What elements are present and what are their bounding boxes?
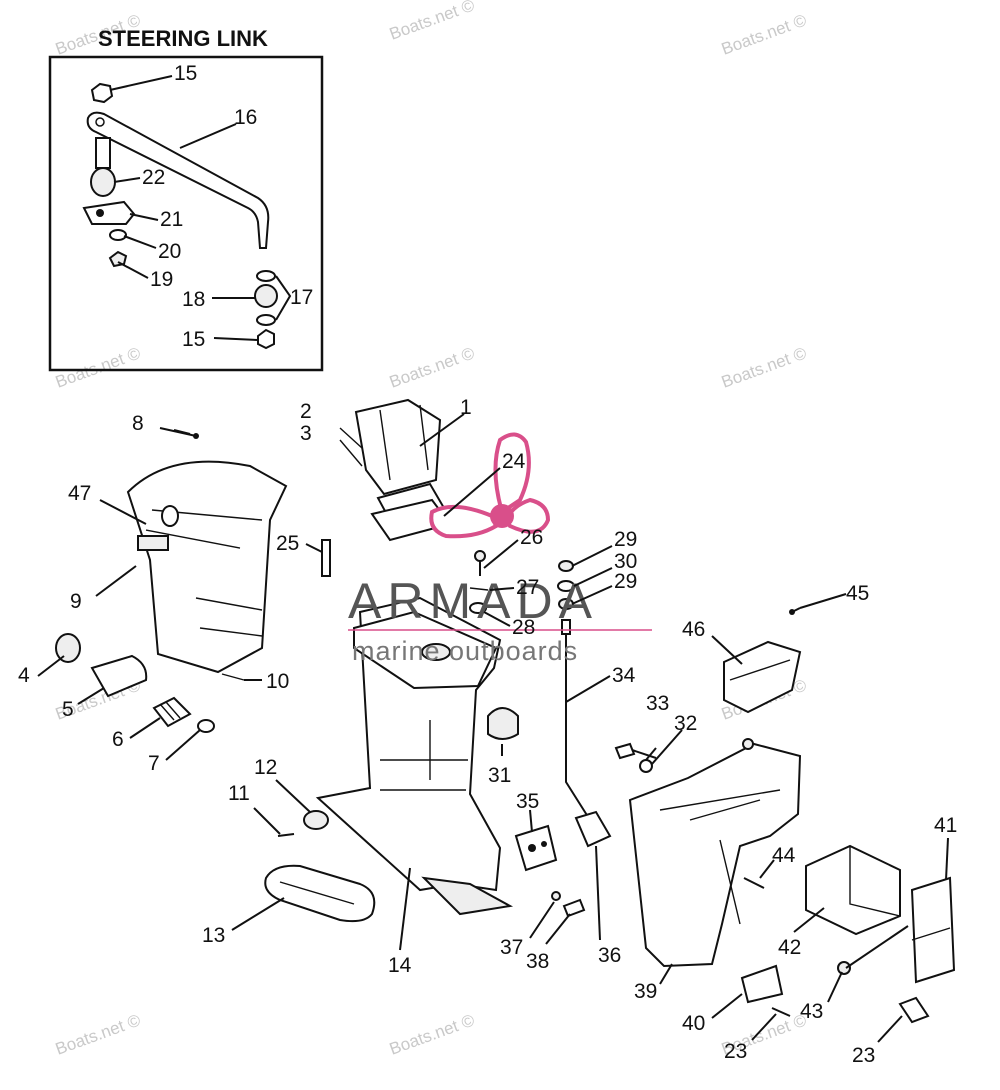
callout-29-top: 29 xyxy=(614,528,637,551)
callout-30: 30 xyxy=(614,550,637,573)
callout-14: 14 xyxy=(388,954,412,977)
part-35-water-pump xyxy=(514,824,558,872)
callout-8: 8 xyxy=(132,412,144,435)
watermark: Boats.net © xyxy=(53,343,144,391)
callout-33: 33 xyxy=(646,692,669,715)
callout-43: 43 xyxy=(800,1000,823,1023)
callout-17: 17 xyxy=(290,286,313,309)
callout-37: 37 xyxy=(500,936,523,959)
callout-41: 41 xyxy=(934,814,957,837)
callout-31: 31 xyxy=(488,764,511,787)
part-34-shift-rod xyxy=(561,619,612,848)
callout-25: 25 xyxy=(276,532,299,555)
callout-46: 46 xyxy=(682,618,705,641)
callout-44: 44 xyxy=(772,844,796,867)
callout-24: 24 xyxy=(502,450,526,473)
callout-numbers: 1 2 3 4 5 6 7 8 9 10 11 12 13 14 15 15 1… xyxy=(18,62,957,1067)
watermark: Boats.net © xyxy=(719,10,810,58)
callout-22: 22 xyxy=(142,166,165,189)
callout-10: 10 xyxy=(266,670,289,693)
callout-11: 11 xyxy=(228,782,250,805)
callout-9: 9 xyxy=(70,590,82,613)
callout-1: 1 xyxy=(460,396,472,419)
callout-26: 26 xyxy=(520,526,543,549)
callout-38: 38 xyxy=(526,950,549,973)
part-14-midsection xyxy=(315,596,514,916)
callout-6: 6 xyxy=(112,728,124,751)
part-41-clamp xyxy=(910,876,956,984)
callout-20: 20 xyxy=(158,240,181,263)
small-hardware xyxy=(55,427,930,1024)
callout-19: 19 xyxy=(150,268,173,291)
logo-brand: ARMADA xyxy=(348,573,598,629)
callout-27: 27 xyxy=(516,576,539,599)
callout-16: 16 xyxy=(234,106,257,129)
callout-39: 39 xyxy=(634,980,657,1003)
callout-34: 34 xyxy=(612,664,636,687)
steering-link-inset: STEERING LINK xyxy=(48,26,324,372)
callout-21: 21 xyxy=(160,208,183,231)
watermark: Boats.net © xyxy=(53,1010,144,1058)
part-42-bracket xyxy=(805,844,901,936)
armada-logo: ARMADA marine outboards xyxy=(348,432,652,666)
callout-3: 3 xyxy=(300,422,312,445)
part-39-lower-housing xyxy=(628,738,802,968)
callout-15-top: 15 xyxy=(174,62,197,85)
callout-32: 32 xyxy=(674,712,697,735)
callout-2: 2 xyxy=(300,400,312,423)
callout-42: 42 xyxy=(778,936,801,959)
callout-45: 45 xyxy=(846,582,869,605)
part-40-plate xyxy=(740,964,784,1004)
watermark: Boats.net © xyxy=(387,1010,478,1058)
leader-lines xyxy=(37,75,949,1043)
callout-18: 18 xyxy=(182,288,205,311)
part-13-seal xyxy=(264,864,376,923)
callout-40: 40 xyxy=(682,1012,705,1035)
callout-4: 4 xyxy=(18,664,30,687)
callout-35: 35 xyxy=(516,790,539,813)
callout-23-left: 23 xyxy=(724,1040,747,1063)
propeller-icon xyxy=(429,432,551,539)
callout-47: 47 xyxy=(68,482,91,505)
logo-tagline: marine outboards xyxy=(352,636,578,666)
part-9-cowl xyxy=(126,460,288,674)
part-1-exhaust-housing xyxy=(354,398,452,542)
inset-title: STEERING LINK xyxy=(98,26,268,51)
callout-5: 5 xyxy=(62,698,74,721)
callout-28: 28 xyxy=(512,616,535,639)
callout-36: 36 xyxy=(598,944,621,967)
callout-13: 13 xyxy=(202,924,225,947)
callout-12: 12 xyxy=(254,756,277,779)
callout-15-bottom: 15 xyxy=(182,328,205,351)
callout-7: 7 xyxy=(148,752,160,775)
callout-23-right: 23 xyxy=(852,1044,875,1067)
part-46-cover xyxy=(723,640,802,714)
watermark: Boats.net © xyxy=(387,343,478,391)
watermark: Boats.net © xyxy=(387,0,478,44)
watermark: Boats.net © xyxy=(719,343,810,391)
callout-29-bottom: 29 xyxy=(614,570,637,593)
